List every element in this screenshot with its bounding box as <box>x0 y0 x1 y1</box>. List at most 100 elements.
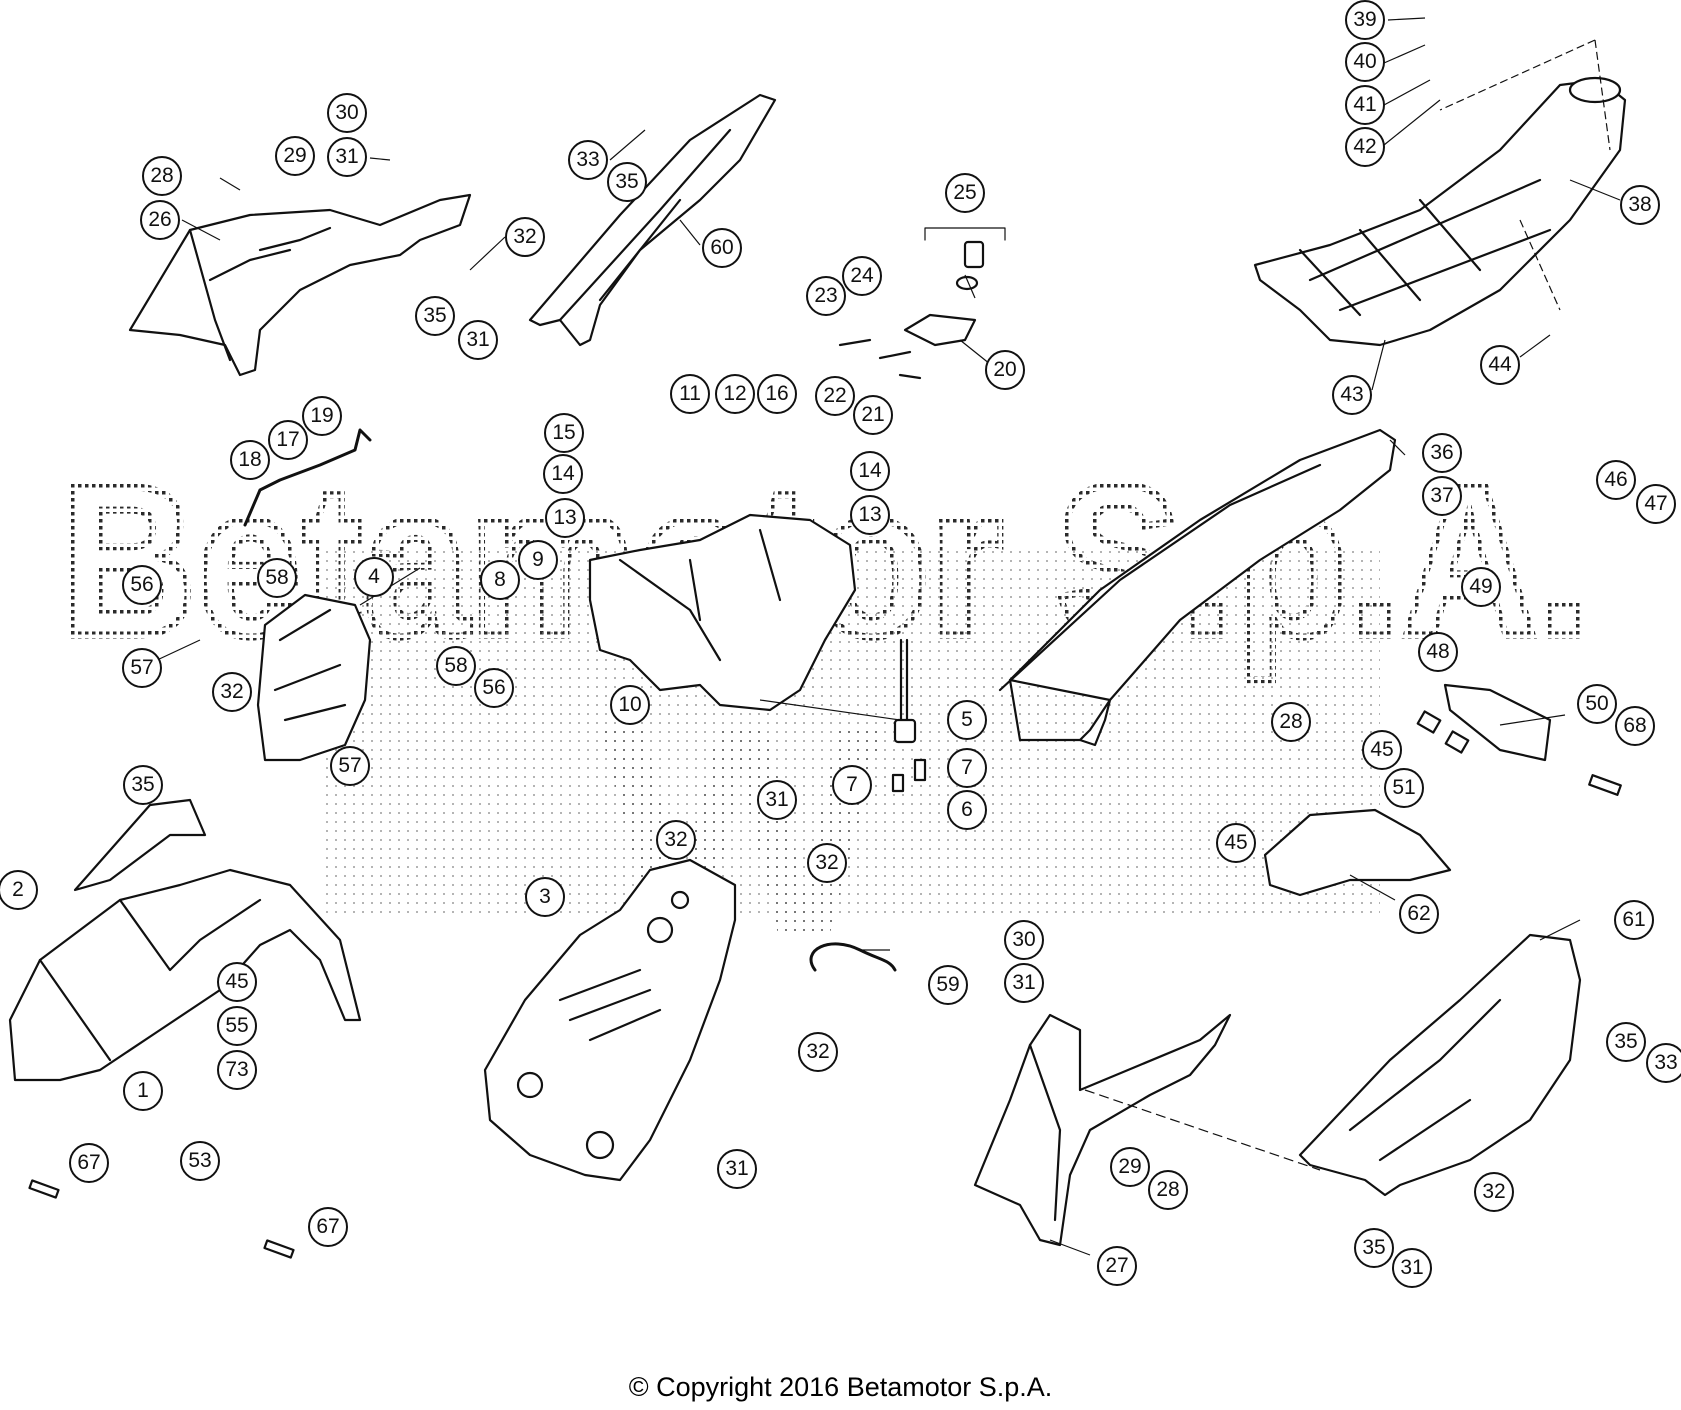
part-callout-56: 56 <box>122 565 162 605</box>
part-callout-73: 73 <box>217 1050 257 1090</box>
part-callout-8: 8 <box>480 560 520 600</box>
part-callout-13: 13 <box>850 495 890 535</box>
part-callout-14: 14 <box>850 451 890 491</box>
part-callout-31: 31 <box>1392 1248 1432 1288</box>
fuel-tank-part <box>588 513 857 712</box>
airbox-part <box>483 858 737 1182</box>
part-callout-68: 68 <box>1615 706 1655 746</box>
part-callout-44: 44 <box>1480 345 1520 385</box>
part-callout-58: 58 <box>257 558 297 598</box>
part-callout-67: 67 <box>69 1143 109 1183</box>
part-callout-6: 6 <box>947 790 987 830</box>
vent-tube-part <box>243 428 372 527</box>
part-callout-57: 57 <box>122 648 162 688</box>
side-panel-upper-part <box>528 93 777 347</box>
part-callout-56: 56 <box>474 668 514 708</box>
fuel-cap-assembly-part <box>838 227 1006 380</box>
part-callout-45: 45 <box>1216 823 1256 863</box>
part-callout-29: 29 <box>1110 1147 1150 1187</box>
part-callout-19: 19 <box>302 396 342 436</box>
part-callout-16: 16 <box>757 374 797 414</box>
side-panel-lower-part <box>1298 933 1582 1197</box>
part-callout-47: 47 <box>1636 484 1676 524</box>
part-callout-62: 62 <box>1399 894 1439 934</box>
part-callout-20: 20 <box>985 350 1025 390</box>
part-callout-31: 31 <box>1004 963 1044 1003</box>
part-callout-31: 31 <box>757 780 797 820</box>
part-callout-37: 37 <box>1422 476 1462 516</box>
part-callout-30: 30 <box>1004 920 1044 960</box>
part-callout-31: 31 <box>458 320 498 360</box>
part-callout-17: 17 <box>268 420 308 460</box>
part-callout-35: 35 <box>607 162 647 202</box>
part-callout-61: 61 <box>1614 900 1654 940</box>
part-callout-59: 59 <box>928 965 968 1005</box>
part-callout-55: 55 <box>217 1006 257 1046</box>
part-callout-36: 36 <box>1422 433 1462 473</box>
part-callout-30: 30 <box>327 93 367 133</box>
part-callout-4: 4 <box>354 557 394 597</box>
part-callout-31: 31 <box>717 1149 757 1189</box>
headlight-bracket-part <box>73 798 207 892</box>
part-callout-58: 58 <box>436 646 476 686</box>
part-callout-32: 32 <box>656 820 696 860</box>
part-callout-10: 10 <box>610 685 650 725</box>
part-callout-32: 32 <box>807 843 847 883</box>
part-callout-28: 28 <box>142 156 182 196</box>
part-callout-43: 43 <box>1332 375 1372 415</box>
part-callout-46: 46 <box>1596 460 1636 500</box>
fuel-tap-part <box>891 638 927 793</box>
rear-subframe-part <box>998 428 1397 747</box>
copyright-footer: © Copyright 2016 Betamotor S.p.A. <box>628 1372 1053 1402</box>
part-callout-28: 28 <box>1271 702 1311 742</box>
part-callout-49: 49 <box>1461 567 1501 607</box>
part-callout-35: 35 <box>415 296 455 336</box>
part-callout-38: 38 <box>1620 185 1660 225</box>
part-callout-29: 29 <box>275 136 315 176</box>
front-plate-part <box>256 593 372 762</box>
part-callout-67: 67 <box>308 1207 348 1247</box>
leader-lines <box>139 17 1621 1256</box>
part-callout-41: 41 <box>1345 85 1385 125</box>
part-callout-26: 26 <box>140 200 180 240</box>
reflector-part <box>28 1179 295 1259</box>
part-callout-12: 12 <box>715 374 755 414</box>
part-callout-23: 23 <box>806 276 846 316</box>
part-callout-9: 9 <box>518 540 558 580</box>
part-callout-31: 31 <box>327 137 367 177</box>
part-callout-21: 21 <box>853 395 893 435</box>
part-callout-33: 33 <box>568 140 608 180</box>
part-callout-45: 45 <box>217 962 257 1002</box>
part-callout-13: 13 <box>545 498 585 538</box>
part-callout-11: 11 <box>670 374 710 414</box>
part-callout-25: 25 <box>945 173 985 213</box>
part-callout-39: 39 <box>1345 0 1385 40</box>
part-callout-32: 32 <box>798 1032 838 1072</box>
part-callout-7: 7 <box>832 765 872 805</box>
part-callout-5: 5 <box>947 700 987 740</box>
front-fender-part <box>8 868 362 1082</box>
part-callout-35: 35 <box>1354 1228 1394 1268</box>
part-callout-50: 50 <box>1577 684 1617 724</box>
part-callout-40: 40 <box>1345 42 1385 82</box>
part-callout-53: 53 <box>180 1141 220 1181</box>
part-callout-32: 32 <box>212 672 252 712</box>
part-callout-7: 7 <box>947 748 987 788</box>
part-callout-33: 33 <box>1646 1043 1681 1083</box>
part-callout-57: 57 <box>330 746 370 786</box>
part-callout-2: 2 <box>0 870 38 910</box>
plate-holder-part <box>1416 683 1622 796</box>
breather-hose-part <box>809 942 897 972</box>
part-callout-42: 42 <box>1345 127 1385 167</box>
part-callout-28: 28 <box>1148 1170 1188 1210</box>
part-callout-22: 22 <box>815 376 855 416</box>
part-callout-18: 18 <box>230 440 270 480</box>
radiator-shroud-right-part <box>973 1013 1232 1247</box>
part-callout-45: 45 <box>1362 730 1402 770</box>
part-callout-14: 14 <box>543 454 583 494</box>
part-callout-1: 1 <box>123 1071 163 1111</box>
radiator-shroud-left-part <box>128 193 472 377</box>
seat-part <box>1253 76 1627 347</box>
